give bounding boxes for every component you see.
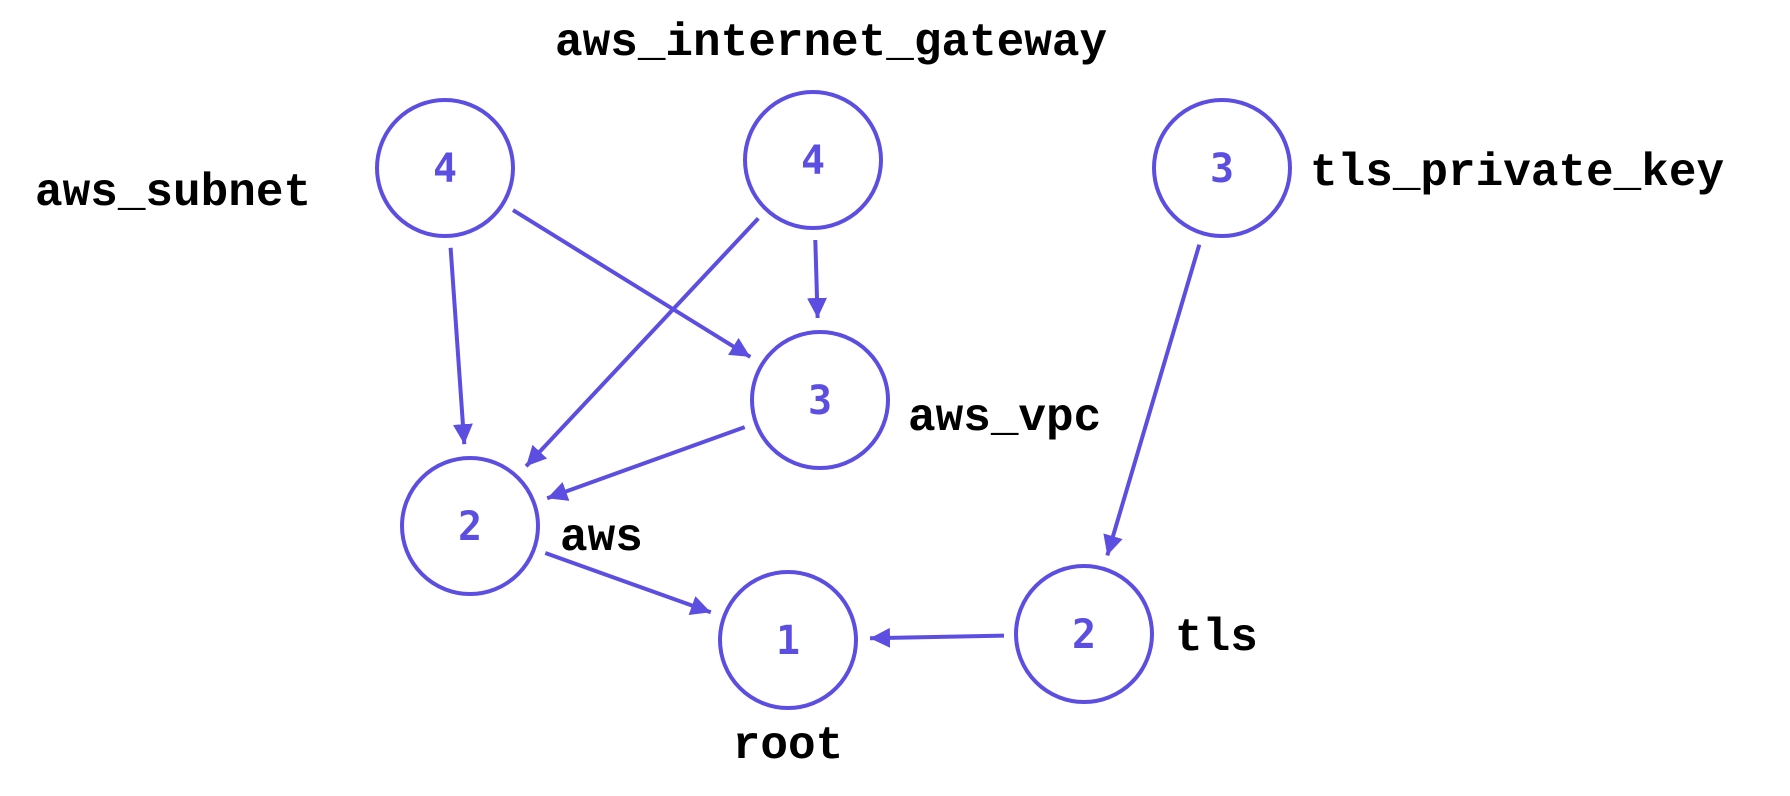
edge-aws_internet_gateway-to-aws <box>524 217 760 468</box>
edge-aws_vpc-to-aws <box>546 425 746 501</box>
node-label-aws_vpc: aws_vpc <box>908 392 1101 444</box>
edge-aws-to-root <box>544 551 712 615</box>
node-label-aws_subnet: aws_subnet <box>35 167 311 219</box>
node-circle-aws <box>400 456 540 596</box>
edge-tls-to-root <box>869 627 1005 648</box>
node-circle-aws_subnet <box>375 98 515 238</box>
node-root: 1 root <box>718 570 858 772</box>
edges-layer <box>448 208 1202 648</box>
node-circle-tls_private_key <box>1152 98 1292 238</box>
edge-aws_internet_gateway-to-aws_vpc <box>807 239 828 319</box>
node-value-aws_vpc: 3 <box>808 378 832 424</box>
node-value-aws: 2 <box>458 504 482 550</box>
edge-aws_subnet-to-aws <box>448 247 473 445</box>
node-label-tls_private_key: tls_private_key <box>1310 147 1724 199</box>
node-value-aws_internet_gateway: 4 <box>801 138 825 184</box>
node-value-root: 1 <box>776 618 800 664</box>
node-value-tls_private_key: 3 <box>1210 146 1234 192</box>
node-circle-tls <box>1014 564 1154 704</box>
node-circle-aws_internet_gateway <box>743 90 883 230</box>
node-aws_internet_gateway: 4 aws_internet_gateway <box>555 17 1107 230</box>
node-circle-aws_vpc <box>750 330 890 470</box>
node-aws: 2 aws <box>400 456 643 596</box>
node-label-root: root <box>733 720 843 772</box>
node-aws_vpc: 3 aws_vpc <box>750 330 1101 470</box>
nodes-layer: 4 aws_internet_gateway 4 aws_subnet 3 tls_pri… <box>35 17 1724 772</box>
node-value-tls: 2 <box>1072 612 1096 658</box>
node-label-tls: tls <box>1175 612 1258 664</box>
node-label-aws: aws <box>560 512 643 564</box>
node-tls_private_key: 3 tls_private_key <box>1152 98 1724 238</box>
edge-tls_private_key-to-tls <box>1103 244 1202 556</box>
node-label-aws_internet_gateway: aws_internet_gateway <box>555 17 1107 69</box>
node-value-aws_subnet: 4 <box>433 146 457 192</box>
edge-aws_subnet-to-aws_vpc <box>511 208 752 359</box>
node-tls: 2 tls <box>1014 564 1258 704</box>
node-circle-root <box>718 570 858 710</box>
node-aws_subnet: 4 aws_subnet <box>35 98 515 238</box>
